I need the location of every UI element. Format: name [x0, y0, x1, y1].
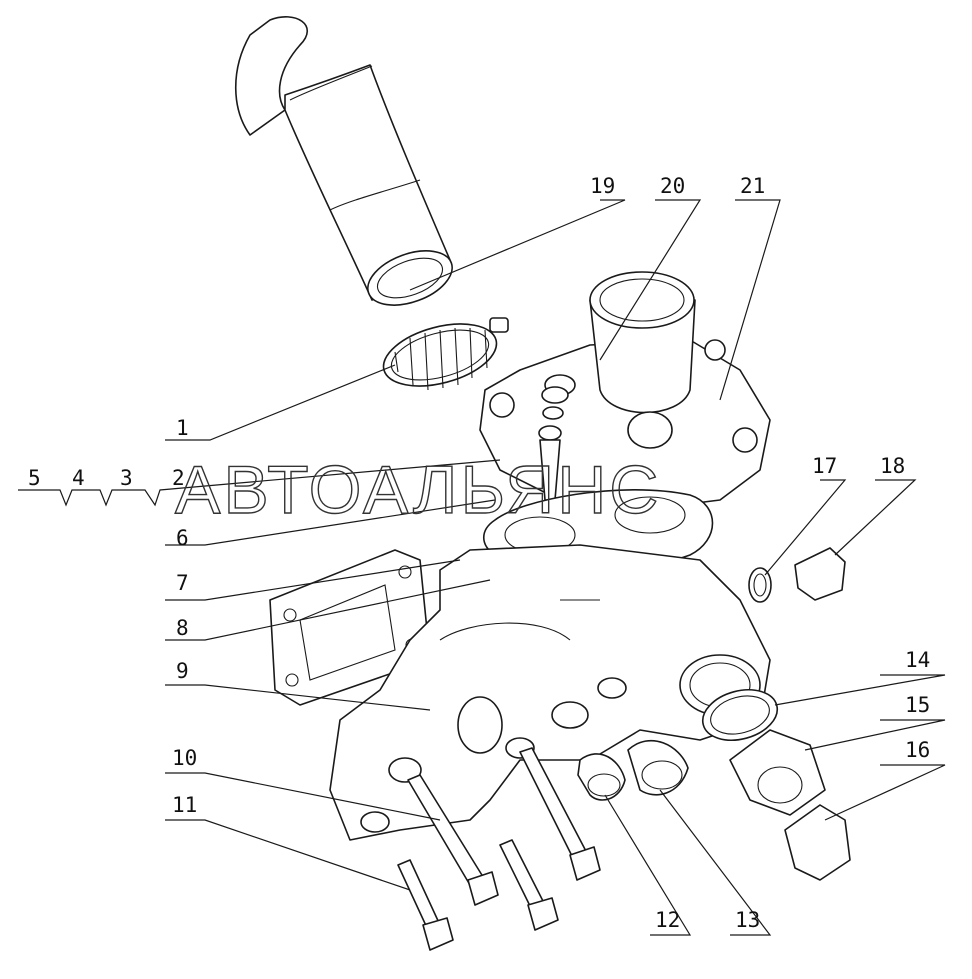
watermark-text: АВТОАЛЬЯНС [175, 452, 661, 528]
part-17-18-washer-plug [748, 547, 846, 603]
part-14-16-fittings [701, 689, 851, 881]
callout-15: 15 [905, 693, 930, 717]
part-1-hose-clamp [382, 317, 509, 391]
callout-18: 18 [880, 454, 905, 478]
callout-20: 20 [660, 174, 685, 198]
callout-1: 1 [176, 416, 189, 440]
callout-6: 6 [176, 526, 189, 550]
callout-5: 5 [28, 466, 41, 490]
callout-13: 13 [735, 908, 760, 932]
callout-10: 10 [172, 746, 197, 770]
callout-14: 14 [905, 648, 930, 672]
part-19-hose [235, 16, 453, 306]
callout-8: 8 [176, 616, 189, 640]
part-10-11-bolts [397, 747, 601, 951]
callout-9: 9 [176, 659, 189, 683]
callout-7: 7 [176, 571, 189, 595]
callout-17: 17 [812, 454, 837, 478]
leader-lines [18, 199, 946, 936]
callout-16: 16 [905, 738, 930, 762]
callout-labels: 19 20 21 1 5 4 3 2 6 7 8 9 10 11 12 13 1… [28, 174, 930, 932]
callout-21: 21 [740, 174, 765, 198]
part-2-6-bolt-stack [538, 386, 569, 501]
callout-19: 19 [590, 174, 615, 198]
callout-3: 3 [120, 466, 133, 490]
callout-2: 2 [172, 466, 185, 490]
callout-4: 4 [72, 466, 85, 490]
part-12-13-plugs [577, 739, 689, 801]
callout-12: 12 [655, 908, 680, 932]
callout-11: 11 [172, 793, 197, 817]
